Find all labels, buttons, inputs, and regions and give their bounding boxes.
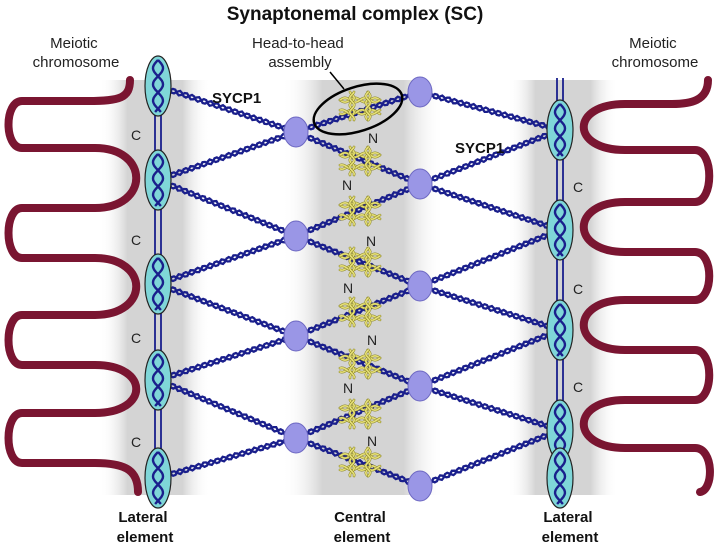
n-terminal-label: N: [343, 280, 353, 296]
sycp1-coiled-coil: [418, 383, 562, 434]
c-terminal-label: C: [131, 232, 141, 248]
sycp1-coiled-coil: [418, 89, 562, 134]
n-terminal-label: N: [366, 233, 376, 249]
background-bands: [100, 80, 618, 495]
chromosome-left: [4, 76, 142, 496]
c-terminal-label: C: [131, 127, 141, 143]
lateral-left-line1: Lateral: [118, 509, 167, 526]
n-terminal-label: N: [343, 380, 353, 396]
n-terminal-label: N: [368, 130, 378, 146]
central-element-node: [283, 422, 309, 454]
sycp1-label-left: SYCP1: [212, 90, 261, 107]
lateral-left-line2: element: [117, 529, 174, 546]
n-terminal-head-assemblies: [338, 90, 382, 478]
lateral-element-label-right: Lateral element: [542, 509, 599, 546]
lateral-element-node: [144, 253, 172, 315]
n-terminal-helix: [338, 348, 382, 380]
sycp1-label-right: SYCP1: [455, 140, 504, 157]
central-line1: Central: [334, 509, 386, 526]
meiotic-chromosomes: [4, 76, 714, 496]
central-element-node: [407, 370, 433, 402]
head-to-head-highlight: [312, 82, 404, 136]
lateral-element-node: [546, 199, 574, 261]
lateral-element-node: [144, 55, 172, 117]
lateral-element-node: [546, 99, 574, 161]
central-element-node: [283, 220, 309, 252]
sycp1-coiled-coil: [418, 227, 562, 289]
meiotic-chromosome-label-right: Meiotic chromosome: [612, 35, 699, 71]
meiotic-left-line1: Meiotic: [50, 35, 98, 52]
sycp1-coiled-coil: [156, 333, 298, 383]
c-terminal-label: C: [131, 330, 141, 346]
lateral-element-node: [546, 447, 574, 509]
sycp1-coiled-coil: [418, 127, 562, 187]
head-to-head-line2: assembly: [268, 54, 332, 71]
meiotic-right-line1: Meiotic: [629, 35, 677, 52]
lateral-element-node: [546, 299, 574, 361]
central-element-node: [283, 116, 309, 148]
n-terminal-helix: [338, 145, 382, 177]
sycp1-coiled-coil: [156, 435, 298, 481]
sycp1-coiled-coil: [418, 283, 562, 334]
lateral-element-node: [144, 447, 172, 509]
diagram-title: Synaptonemal complex (SC): [227, 4, 484, 25]
sycp1-coiled-coil: [418, 327, 562, 389]
meiotic-right-line2: chromosome: [612, 54, 699, 71]
head-to-head-label: Head-to-head assembly: [252, 35, 348, 71]
n-terminal-helix: [338, 296, 382, 328]
central-line2: element: [334, 529, 391, 546]
sycp1-coiled-coil: [294, 233, 423, 290]
lateral-element-nodes: [144, 55, 574, 509]
n-terminal-label: N: [342, 177, 352, 193]
lateral-element-node: [144, 349, 172, 411]
sycp1-coiled-coil: [418, 181, 562, 234]
sycp1-coiled-coil: [294, 435, 423, 490]
n-terminal-helix: [338, 90, 382, 122]
central-element-label: Central element: [334, 509, 391, 546]
head-to-head-pointer: [329, 71, 345, 90]
central-element-node: [407, 168, 433, 200]
lateral-right-line1: Lateral: [543, 509, 592, 526]
n-terminal-helix: [338, 398, 382, 430]
head-to-head-line1: Head-to-head: [252, 35, 344, 52]
n-terminal-helix: [338, 246, 382, 278]
sycp1-coiled-coil: [294, 282, 423, 339]
meiotic-left-line2: chromosome: [33, 54, 120, 71]
c-terminal-label: C: [573, 179, 583, 195]
n-terminal-helix: [338, 195, 382, 227]
lateral-element-label-left: Lateral element: [117, 509, 174, 546]
n-terminal-label: N: [367, 332, 377, 348]
lateral-element-node: [144, 149, 172, 211]
sycp1-coiled-coil: [156, 83, 298, 136]
sycp1-strands: [156, 83, 562, 490]
sycp1-coiled-coil: [418, 427, 562, 489]
central-element-node: [283, 320, 309, 352]
chromosome-right: [579, 76, 714, 496]
central-element-node: [407, 270, 433, 302]
central-element-node: [407, 470, 433, 502]
sycp1-coiled-coil: [156, 177, 298, 239]
meiotic-chromosome-label-left: Meiotic chromosome: [33, 35, 120, 71]
c-terminal-label: C: [131, 434, 141, 450]
lateral-right-line2: element: [542, 529, 599, 546]
n-terminal-helix: [338, 446, 382, 478]
c-terminal-label: C: [573, 379, 583, 395]
c-terminal-label: C: [573, 281, 583, 297]
sycp1-coiled-coil: [156, 281, 298, 340]
sycp1-coiled-coil: [156, 128, 298, 183]
central-element-node: [407, 76, 433, 108]
sycp1-coiled-coil: [156, 377, 298, 441]
sycp1-coiled-coil: [156, 232, 298, 287]
n-terminal-label: N: [367, 433, 377, 449]
central-element-nodes: [283, 76, 433, 502]
